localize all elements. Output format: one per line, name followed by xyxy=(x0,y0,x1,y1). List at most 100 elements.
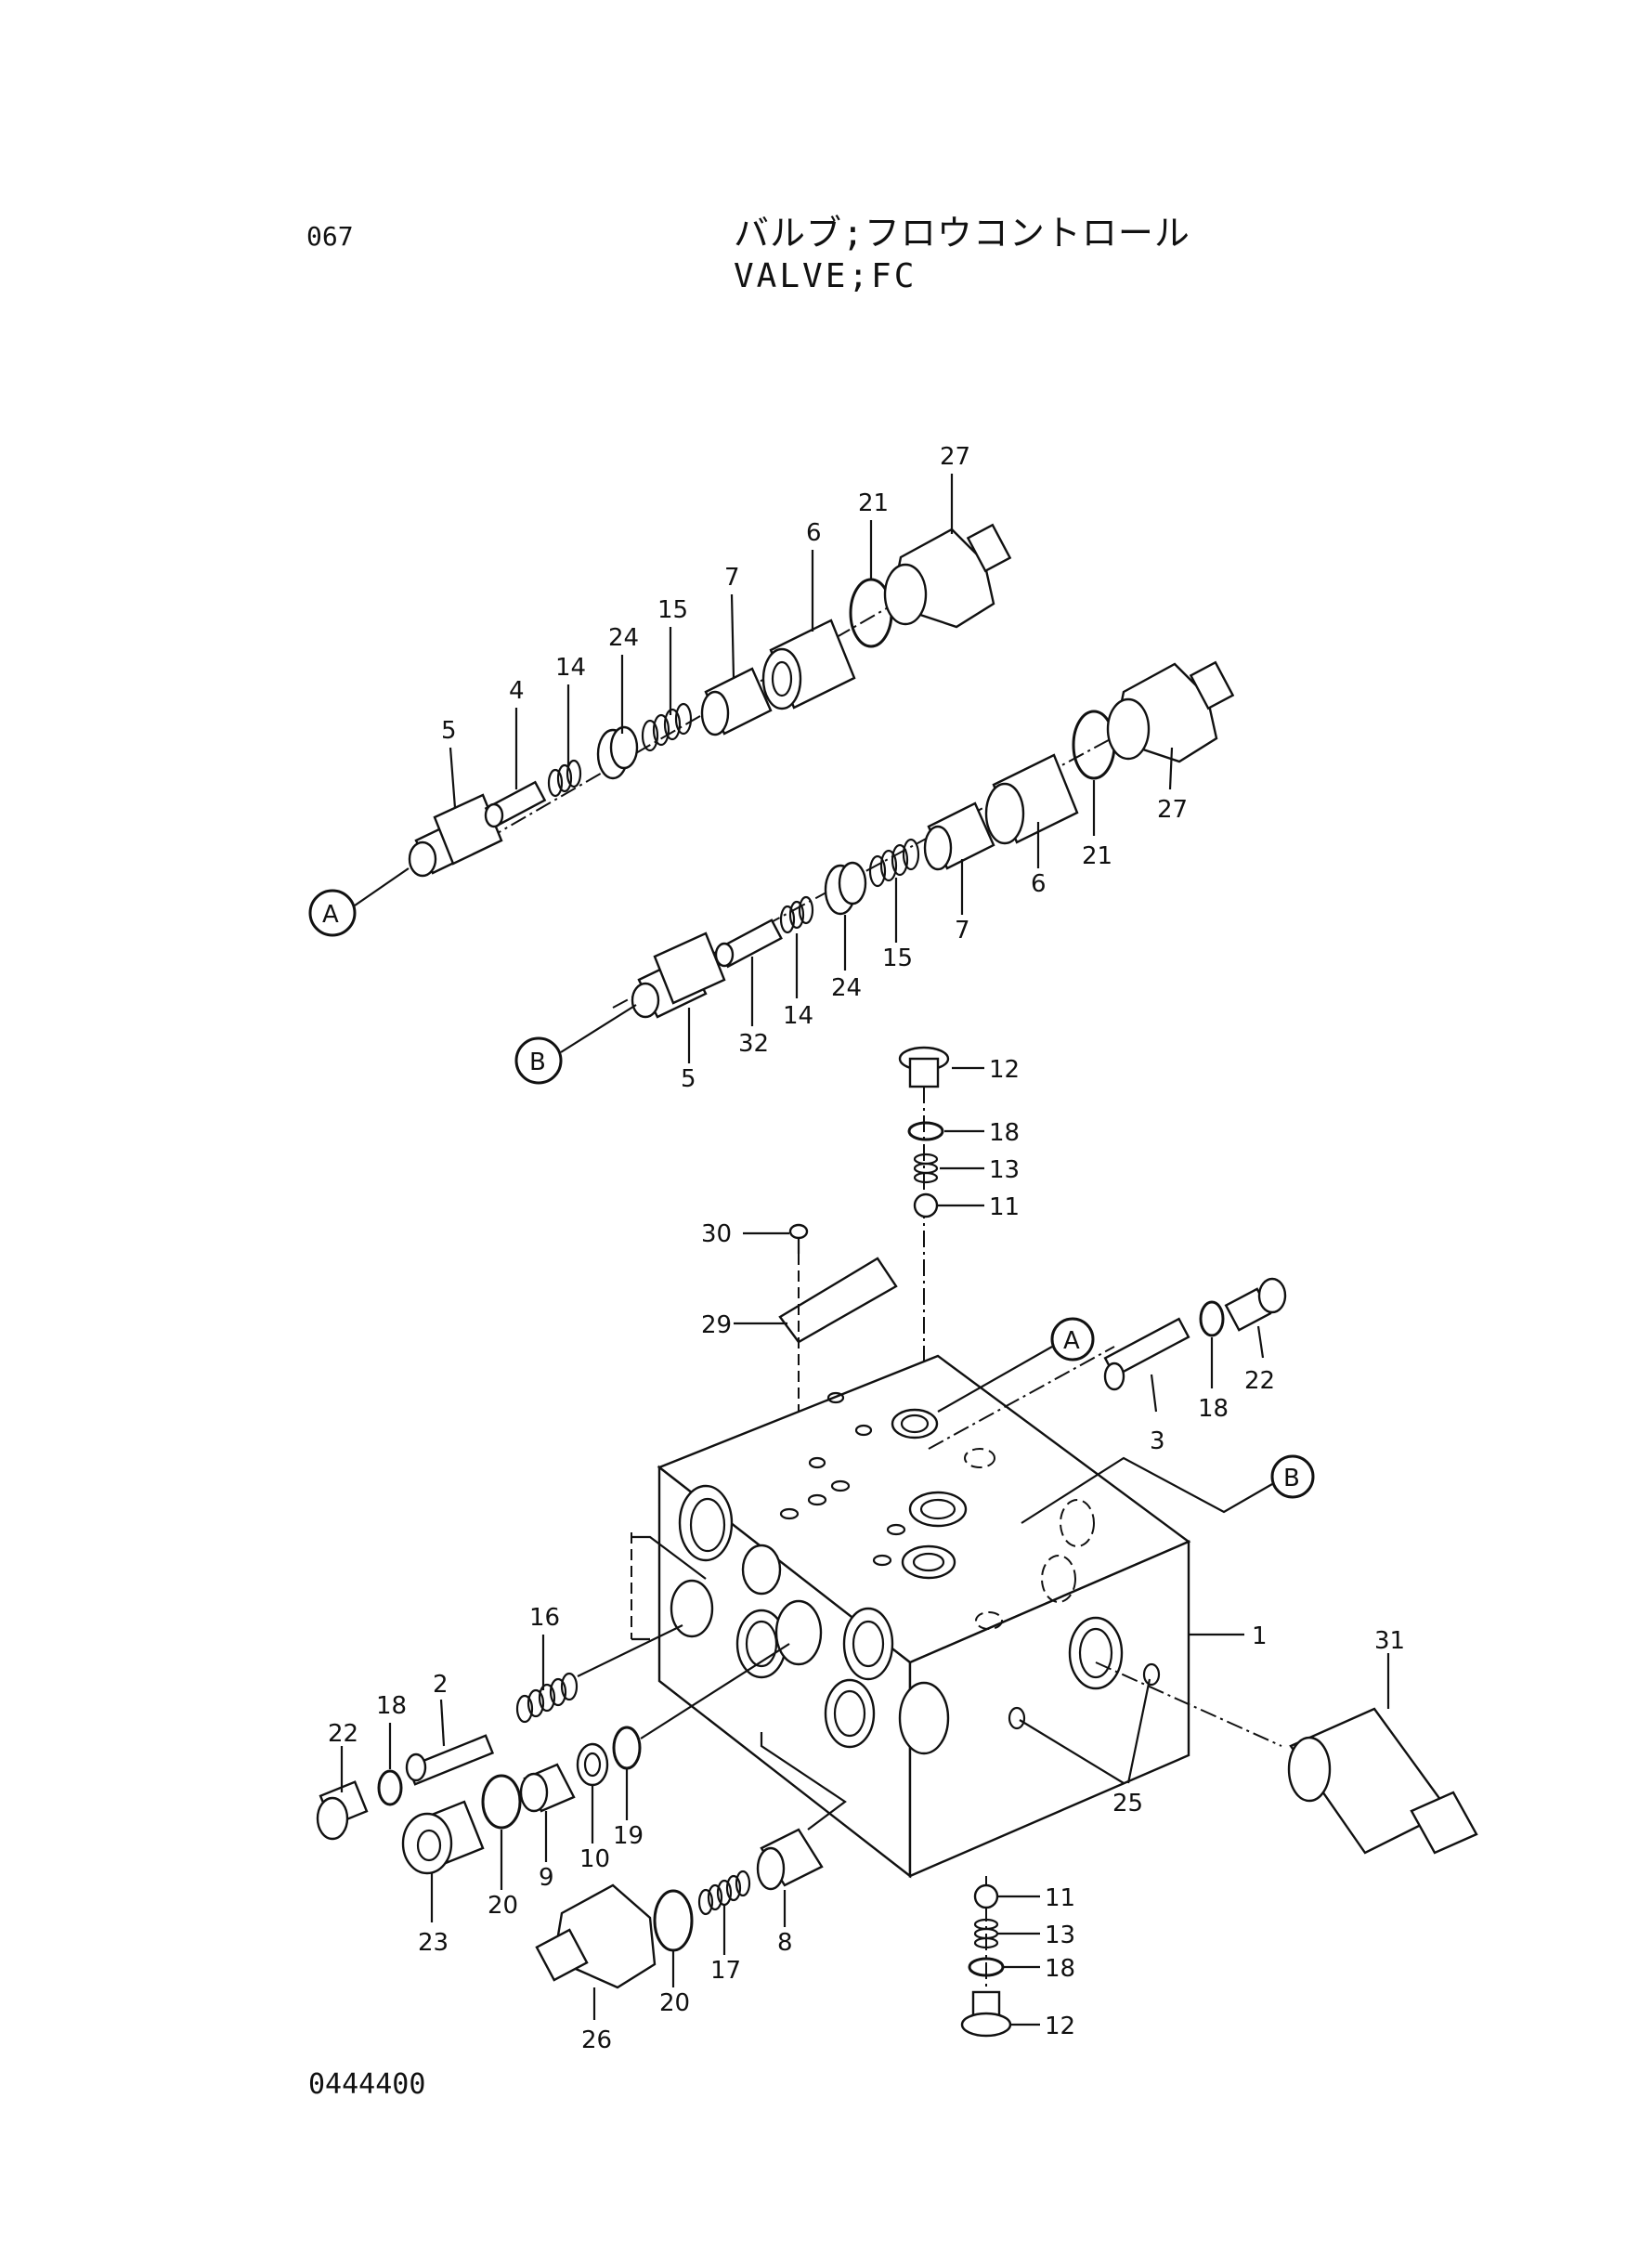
callout-b-middle: B xyxy=(514,1004,637,1085)
part-30-screw xyxy=(788,1223,809,1240)
label-20-lower: 20 xyxy=(659,1989,690,2017)
label-31: 31 xyxy=(1374,1627,1405,1655)
part-27-upper xyxy=(883,523,1012,629)
label-19: 19 xyxy=(613,1822,644,1850)
label-mid-15: 15 xyxy=(882,945,913,972)
title-japanese: バルブ;フロウコントロール xyxy=(734,213,1190,254)
svg-text:A: A xyxy=(1063,1327,1080,1355)
label-top-11: 11 xyxy=(989,1193,1020,1221)
label-upper-15: 15 xyxy=(657,596,688,624)
part-16-spring xyxy=(515,1672,579,1724)
part-18-top-ring xyxy=(907,1121,944,1141)
part-5-upper xyxy=(408,793,503,878)
label-upper-14: 14 xyxy=(555,654,586,682)
part-14-upper-spring xyxy=(547,759,582,798)
part-22-left-plug xyxy=(316,1746,369,1841)
label-30: 30 xyxy=(701,1220,732,1248)
part-12-top-plug xyxy=(898,1046,950,1088)
part-4-upper xyxy=(484,780,547,828)
label-top-12: 12 xyxy=(989,1056,1020,1084)
middle-cartridge-assembly xyxy=(612,660,1235,1019)
part-26-fitting xyxy=(535,1883,657,2020)
label-mid-27: 27 xyxy=(1157,796,1188,824)
label-23: 23 xyxy=(418,1929,449,1957)
label-mid-24: 24 xyxy=(831,974,862,1002)
part-32-middle xyxy=(714,919,783,969)
part-24-upper xyxy=(596,725,639,780)
label-bottom-12: 12 xyxy=(1045,2013,1075,2040)
label-18-right: 18 xyxy=(1198,1395,1229,1423)
label-upper-21: 21 xyxy=(858,489,889,517)
left-lower-parts xyxy=(316,1532,847,2020)
label-17: 17 xyxy=(710,1957,741,1985)
label-upper-27: 27 xyxy=(940,443,970,471)
top-check-stack xyxy=(898,1046,984,1430)
part-7-middle xyxy=(923,801,995,871)
label-top-18: 18 xyxy=(989,1119,1020,1147)
part-24-middle xyxy=(824,861,867,916)
label-mid-6: 6 xyxy=(1031,870,1047,898)
name-plate-assembly xyxy=(734,1223,898,1477)
part-25-leaders xyxy=(1019,1678,1151,1784)
label-mid-21: 21 xyxy=(1082,842,1112,870)
label-upper-5: 5 xyxy=(441,717,457,745)
label-upper-6: 6 xyxy=(806,519,822,547)
label-3: 3 xyxy=(1150,1427,1165,1455)
part-10 xyxy=(576,1742,609,1787)
part-1-valve-body xyxy=(657,1354,1244,1879)
bottom-check-stack xyxy=(960,1876,1040,2038)
part-8 xyxy=(756,1828,824,1891)
label-upper-24: 24 xyxy=(608,624,639,652)
label-1: 1 xyxy=(1252,1622,1268,1650)
svg-text:B: B xyxy=(529,1049,546,1076)
part-29-plate xyxy=(778,1257,898,1344)
label-16: 16 xyxy=(529,1604,560,1632)
label-10: 10 xyxy=(579,1845,610,1873)
label-mid-5: 5 xyxy=(681,1065,696,1093)
part-14-middle-spring xyxy=(779,895,814,934)
label-22-left: 22 xyxy=(328,1720,358,1748)
label-top-13: 13 xyxy=(989,1156,1020,1184)
label-26: 26 xyxy=(581,2026,612,2054)
label-upper-7: 7 xyxy=(724,564,740,592)
part-20-ring xyxy=(481,1774,522,1830)
part-18-left-ring xyxy=(377,1769,403,1806)
label-18-left: 18 xyxy=(376,1692,407,1720)
part-7-upper xyxy=(700,667,773,736)
part-23-plug xyxy=(401,1800,485,1922)
part-11-top-ball xyxy=(913,1192,939,1218)
part-19-ring xyxy=(612,1726,642,1770)
label-upper-4: 4 xyxy=(509,677,525,705)
svg-text:B: B xyxy=(1283,1465,1300,1492)
part-22-right-plug xyxy=(1224,1277,1287,1359)
title-english: VALVE;FC xyxy=(734,257,917,295)
label-bottom-18: 18 xyxy=(1045,1955,1075,1983)
label-bottom-11: 11 xyxy=(1045,1884,1075,1912)
part-20-ring-lower xyxy=(653,1889,694,1952)
svg-text:A: A xyxy=(322,901,339,929)
callout-a-body: A xyxy=(937,1317,1095,1413)
part-6-middle xyxy=(984,753,1079,845)
part-12-bottom-plug xyxy=(960,1990,1012,2038)
page-number: 067 xyxy=(306,221,354,252)
label-29: 29 xyxy=(701,1311,732,1339)
label-20: 20 xyxy=(488,1892,518,1920)
part-13-bottom-spring xyxy=(973,1918,999,1949)
part-18-right-ring xyxy=(1199,1300,1225,1337)
part-31-relief-valve xyxy=(1095,1653,1478,1855)
part-number-labels: 27 21 6 7 15 24 14 4 5 27 21 6 7 xyxy=(328,443,1405,2054)
label-25: 25 xyxy=(1112,1790,1143,1818)
part-6-upper xyxy=(761,619,856,710)
part-2-poppet xyxy=(405,1699,495,1786)
part-3-spool xyxy=(928,1317,1190,1450)
label-22-right: 22 xyxy=(1244,1367,1275,1395)
callout-a-upper: A xyxy=(308,867,410,937)
callout-b-body: B xyxy=(1021,1454,1315,1524)
part-27-middle xyxy=(1106,660,1235,763)
upper-cartridge-assembly xyxy=(408,523,1012,878)
part-13-top-spring xyxy=(913,1153,939,1184)
label-2: 2 xyxy=(433,1671,449,1699)
label-bottom-13: 13 xyxy=(1045,1922,1075,1949)
